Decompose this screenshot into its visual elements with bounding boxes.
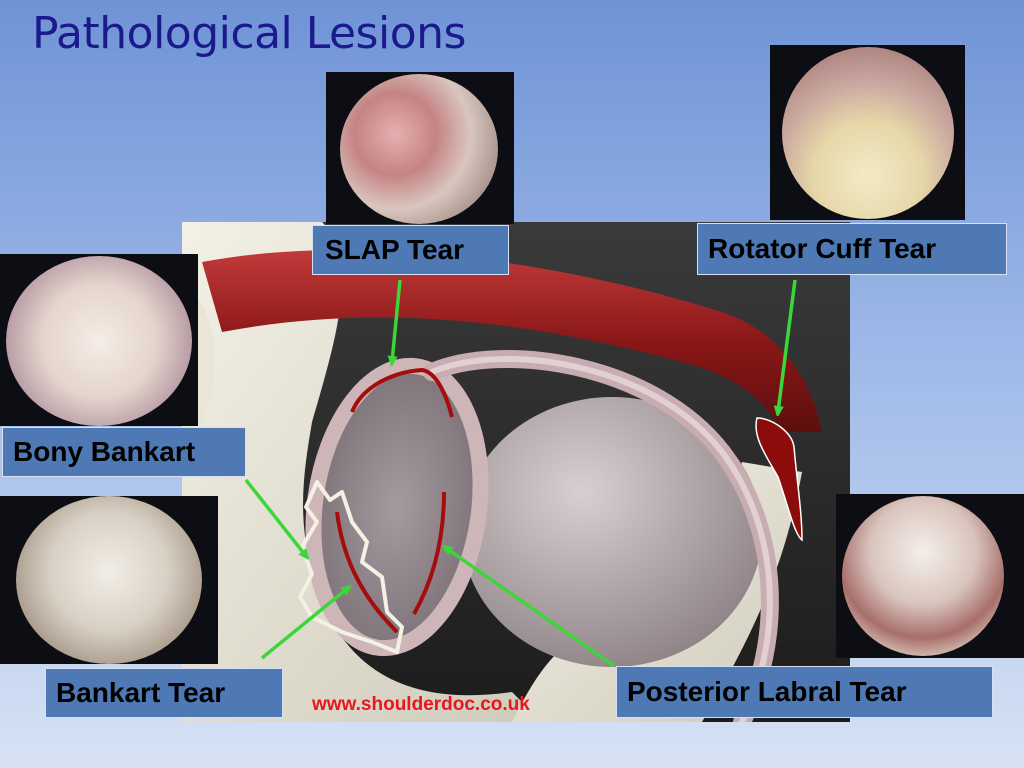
slide-title: Pathological Lesions <box>32 8 466 59</box>
bankart-tear-outline <box>335 511 399 634</box>
slap-arthroscopy-panel <box>326 72 514 224</box>
shoulder-illustration <box>182 222 850 722</box>
posterior-labral-arthroscopy-image <box>842 496 1004 656</box>
rotator-cuff-tear-label: Rotator Cuff Tear <box>697 223 1007 275</box>
rotator-cuff-tear-flap <box>755 417 803 542</box>
website-url: www.shoulderdoc.co.uk <box>312 694 530 715</box>
labrum <box>305 357 489 657</box>
posterior-labral-tear-outline <box>412 491 446 615</box>
bankart-arthroscopy-panel <box>0 496 218 664</box>
slap-tear-label: SLAP Tear <box>312 225 509 275</box>
bony-bankart-arthroscopy-panel <box>0 254 198 426</box>
slap-arthroscopy-image <box>340 74 498 224</box>
bankart-arthroscopy-image <box>16 496 202 664</box>
posterior-labral-tear-label: Posterior Labral Tear <box>616 666 993 718</box>
posterior-labral-arthroscopy-panel <box>836 494 1024 658</box>
bony-bankart-arthroscopy-image <box>6 256 192 426</box>
rotator-cuff-tendon <box>202 250 822 432</box>
bankart-tear-label: Bankart Tear <box>45 668 283 718</box>
slap-tear-outline <box>350 367 454 418</box>
bony-bankart-label: Bony Bankart <box>2 427 246 477</box>
rotator-cuff-arthroscopy-image <box>782 47 954 219</box>
rotator-cuff-arthroscopy-panel <box>770 45 965 220</box>
